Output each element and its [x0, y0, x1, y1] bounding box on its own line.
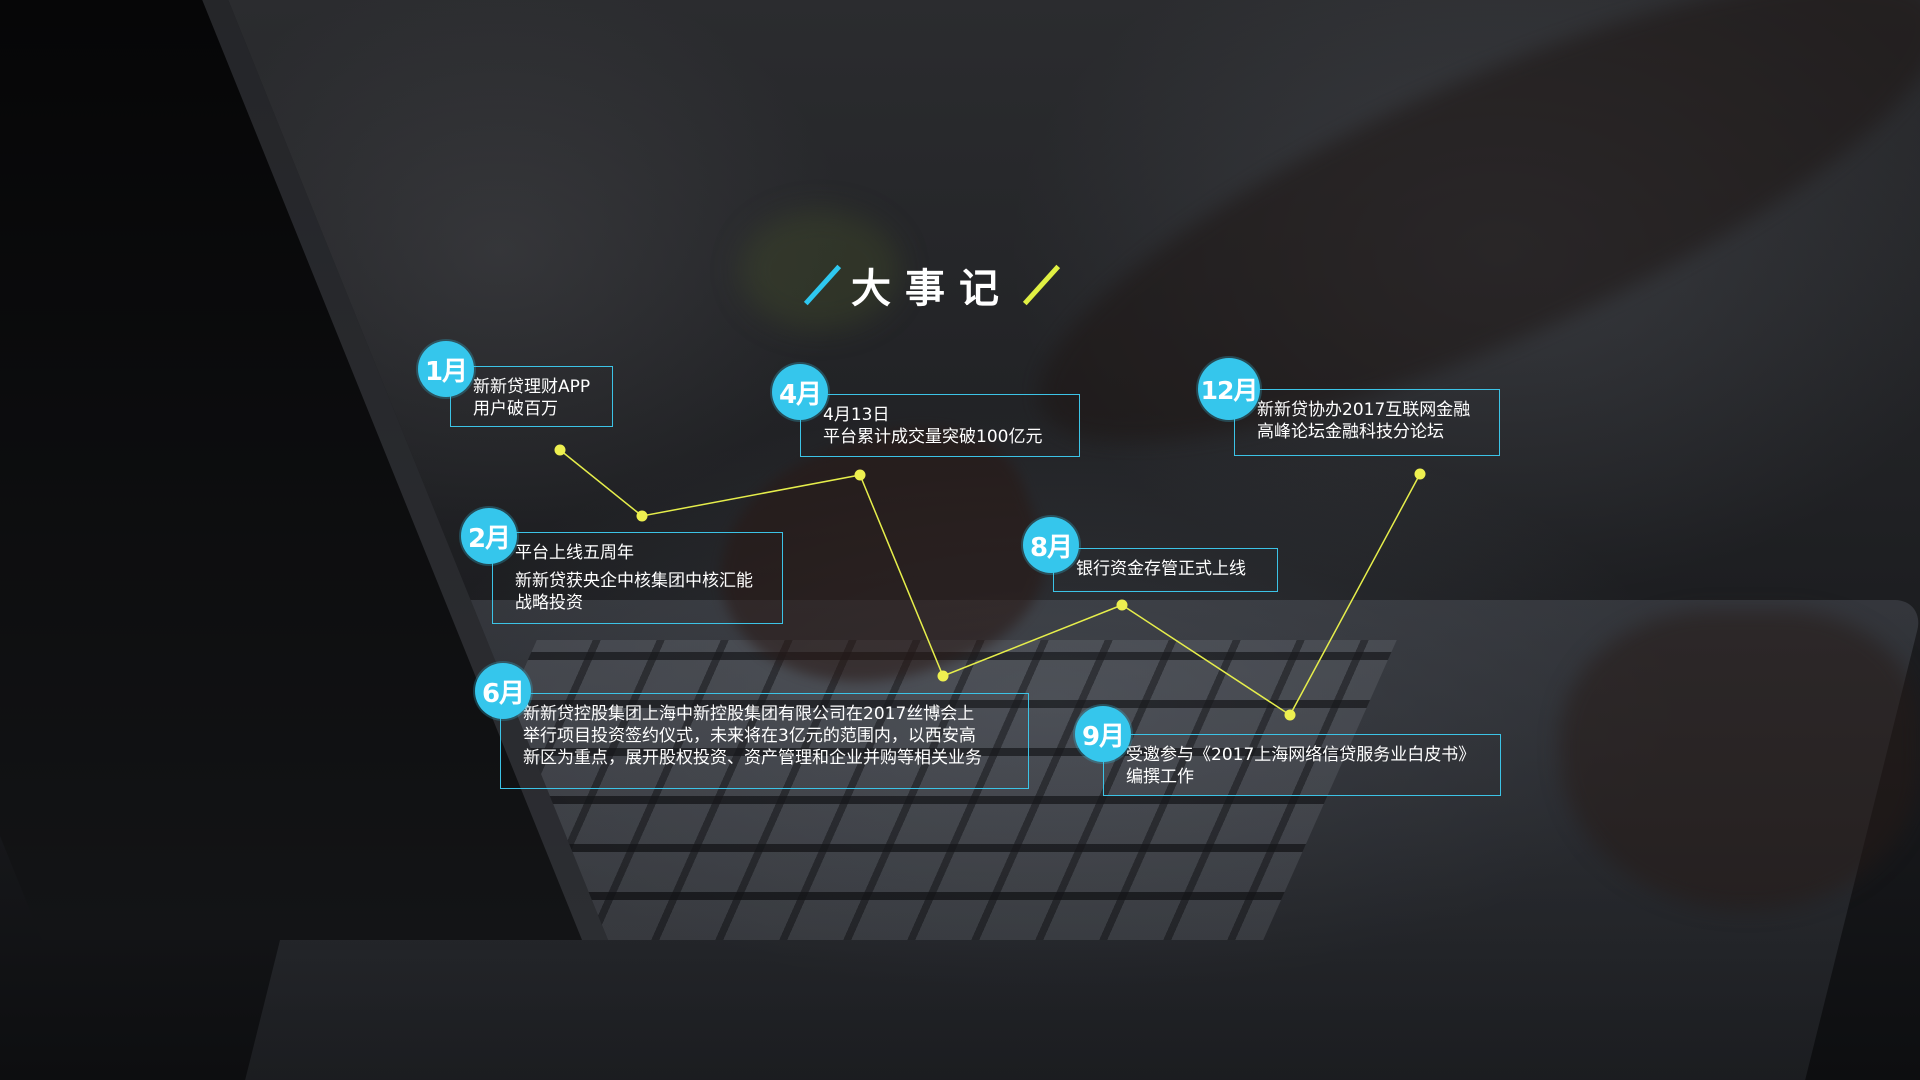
timeline-dot-3 — [854, 469, 866, 481]
month-badge-sep: 9月 — [1075, 706, 1131, 762]
background-plant — [740, 210, 900, 330]
event-text: 新新贷协办2017互联网金融 — [1257, 400, 1471, 420]
month-badge-aug: 8月 — [1023, 517, 1079, 573]
event-text: 新新贷获央企中核集团中核汇能 — [515, 571, 753, 591]
event-text: 新新贷控股集团上海中新控股集团有限公司在2017丝博会上 — [523, 704, 975, 724]
timeline-dot-5 — [1116, 599, 1128, 611]
timeline-dot-6 — [1284, 709, 1296, 721]
month-badge-feb: 2月 — [461, 508, 517, 564]
timeline-dot-1 — [554, 444, 566, 456]
event-box-jan: 新新贷理财APP 用户破百万 — [450, 366, 613, 427]
event-box-aug: 银行资金存管正式上线 — [1053, 548, 1278, 592]
event-box-feb: 平台上线五周年 新新贷获央企中核集团中核汇能 战略投资 — [492, 532, 783, 624]
event-text: 用户破百万 — [473, 399, 558, 419]
timeline-dot-2 — [636, 510, 648, 522]
event-text: 战略投资 — [515, 593, 583, 613]
timeline-dot-7 — [1414, 468, 1426, 480]
page-title: 大事记 — [803, 250, 1061, 320]
month-badge-dec: 12月 — [1198, 358, 1260, 420]
event-text: 4月13日 — [823, 405, 890, 425]
event-box-sep: 受邀参与《2017上海网络信贷服务业白皮书》 编撰工作 — [1103, 734, 1501, 796]
event-text: 新新贷理财APP — [473, 377, 591, 397]
month-badge-jun: 6月 — [475, 663, 531, 719]
event-text: 受邀参与《2017上海网络信贷服务业白皮书》 — [1126, 745, 1476, 765]
month-badge-jan: 1月 — [418, 341, 474, 397]
event-text: 新区为重点，展开股权投资、资产管理和企业并购等相关业务 — [523, 748, 982, 768]
month-badge-apr: 4月 — [772, 364, 828, 420]
event-text: 举行项目投资签约仪式，未来将在3亿元的范围内，以西安高 — [523, 726, 976, 746]
event-text: 高峰论坛金融科技分论坛 — [1257, 422, 1444, 442]
event-text: 银行资金存管正式上线 — [1076, 559, 1246, 579]
event-text: 编撰工作 — [1126, 767, 1194, 787]
background-hand-right — [1560, 610, 1920, 910]
event-text: 平台上线五周年 — [515, 543, 634, 563]
event-box-apr: 4月13日 平台累计成交量突破100亿元 — [800, 394, 1080, 457]
event-box-jun: 新新贷控股集团上海中新控股集团有限公司在2017丝博会上 举行项目投资签约仪式，… — [500, 693, 1029, 789]
title-text: 大事记 — [851, 266, 1013, 312]
timeline-dot-4 — [937, 670, 949, 682]
event-text: 平台累计成交量突破100亿元 — [823, 427, 1043, 447]
event-box-dec: 新新贷协办2017互联网金融 高峰论坛金融科技分论坛 — [1234, 389, 1500, 456]
